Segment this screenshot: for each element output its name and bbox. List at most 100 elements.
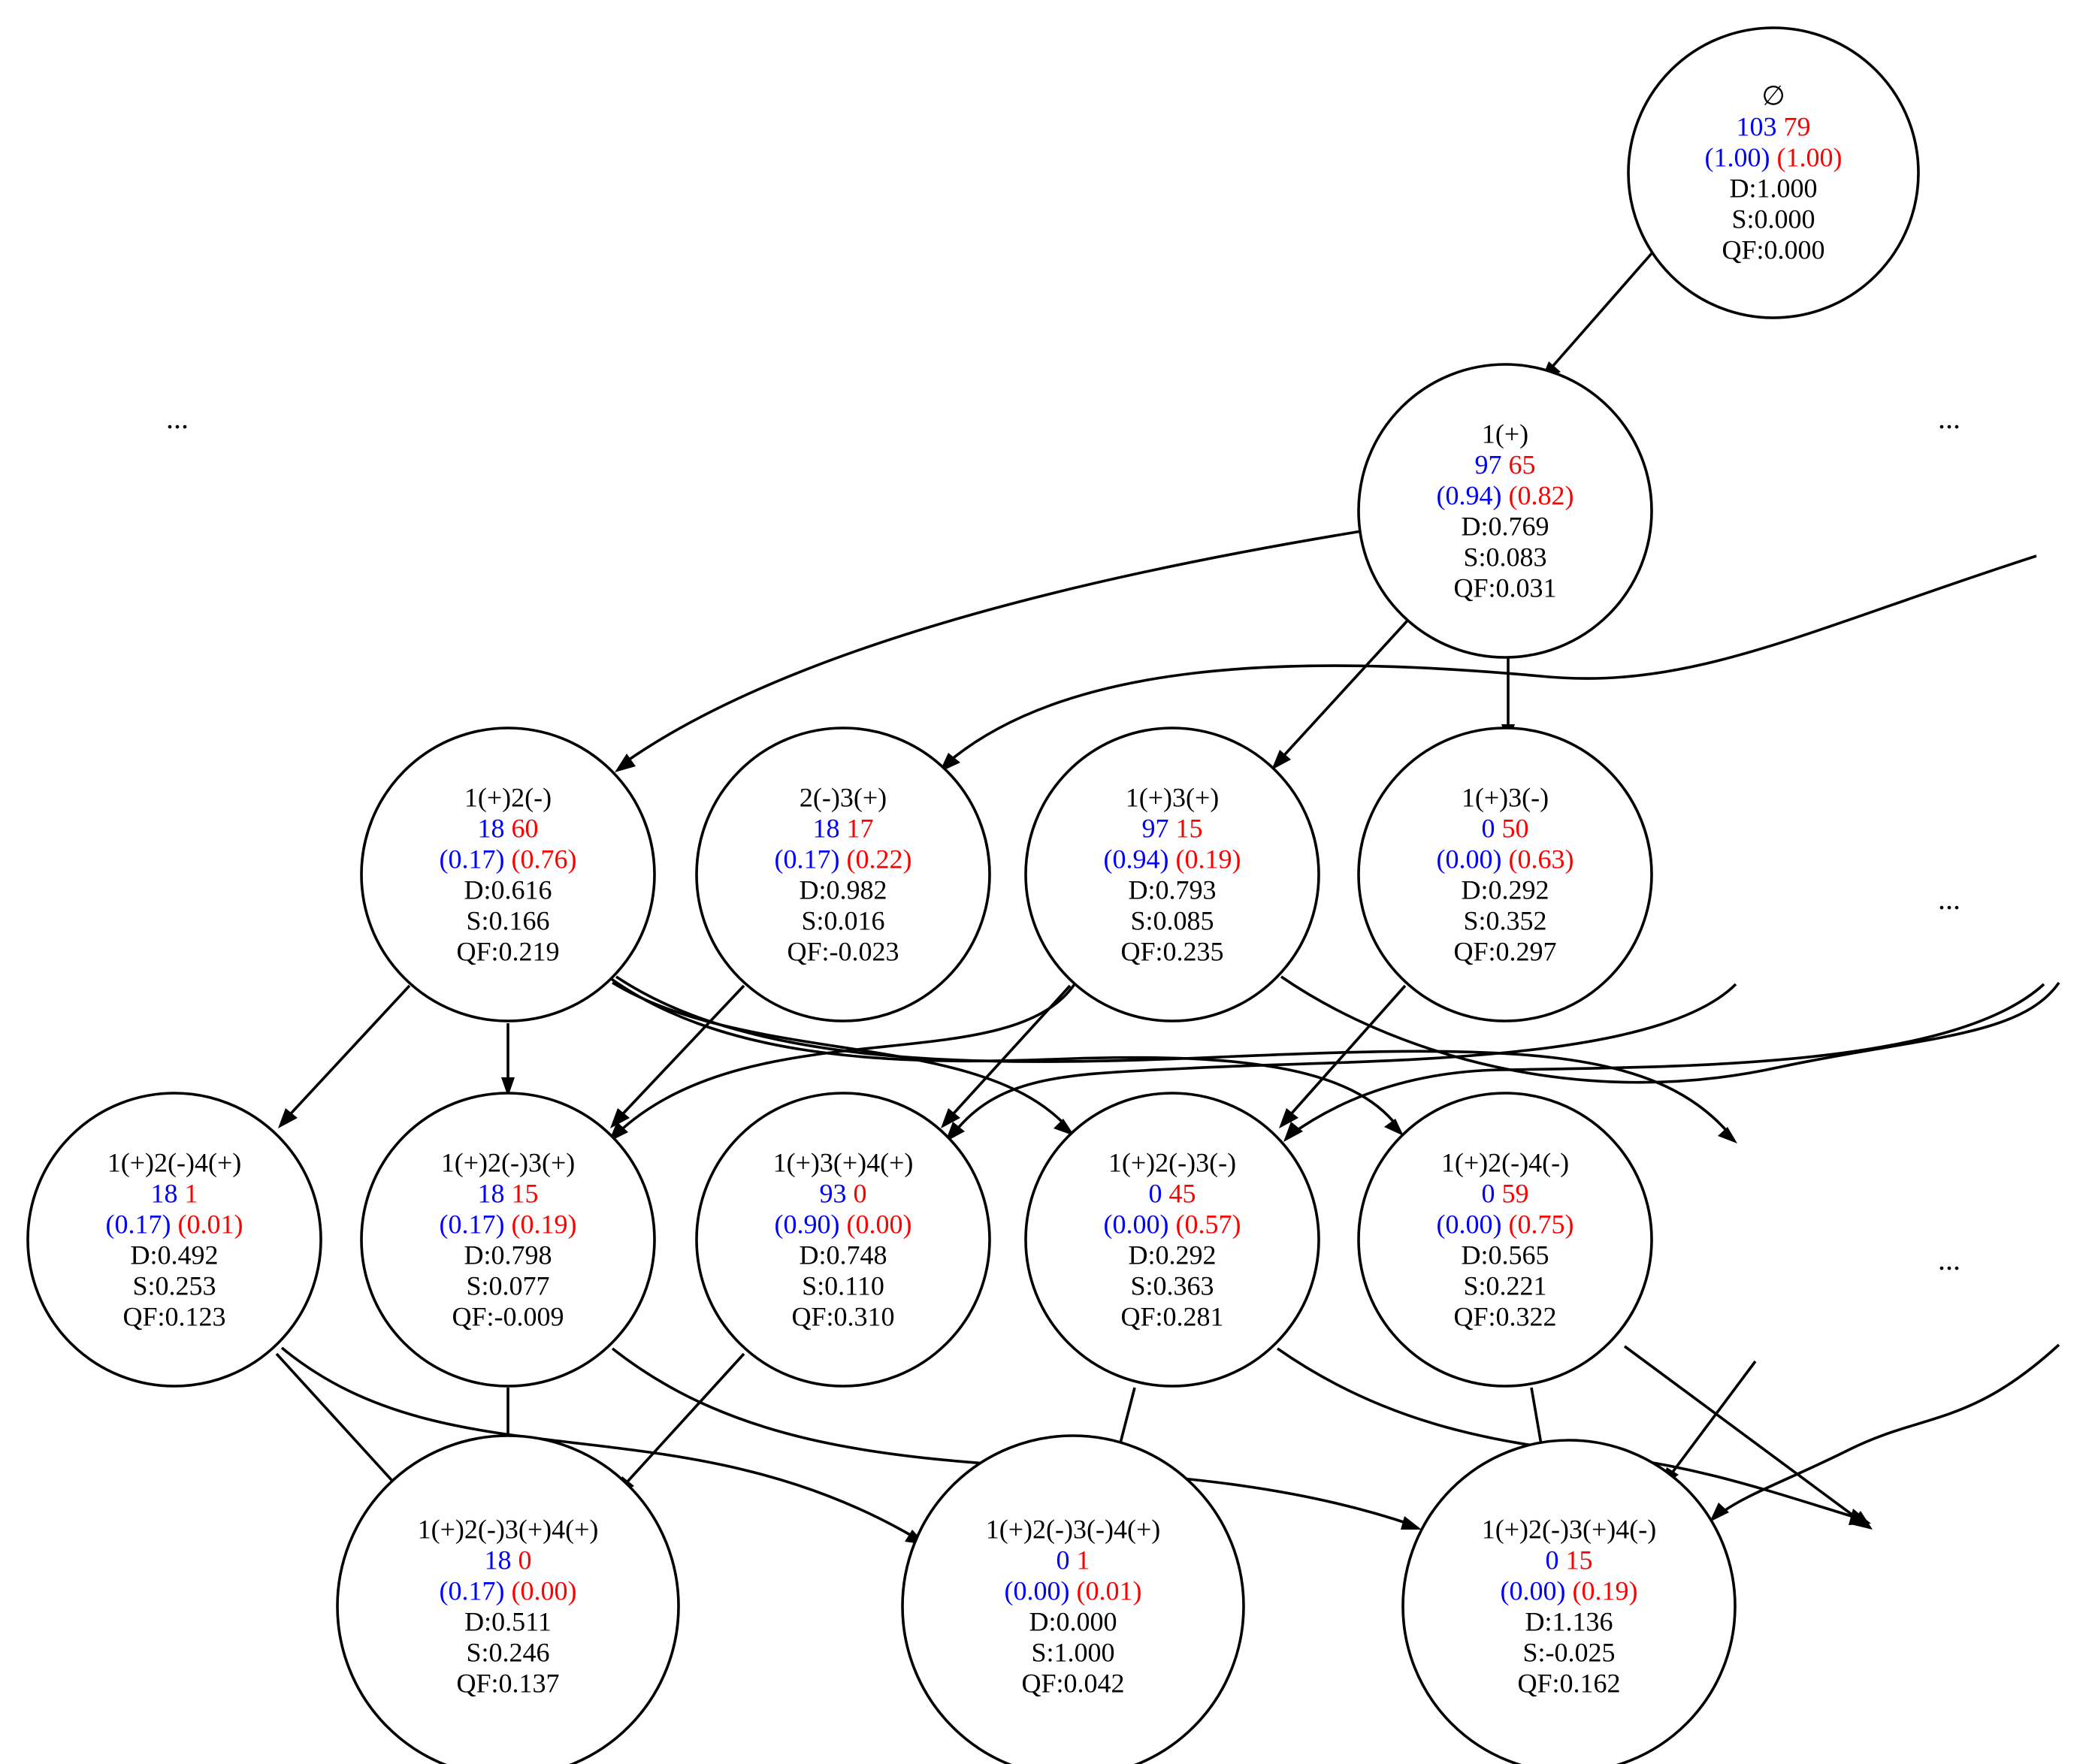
edge-1p3m-to-1p2m3m	[1279, 984, 1407, 1128]
edge-1p-to-1p3p	[1271, 618, 1410, 770]
edge-right-to-1p2m3p4m-b	[1710, 1343, 2060, 1522]
negative-fraction: (0.19)	[505, 1210, 577, 1240]
edge-1p2m4p-to-1p2m3p4p	[275, 1352, 406, 1497]
node-qf-value: QF:0.000	[1722, 235, 1824, 265]
positive-fraction: (0.17)	[440, 1210, 505, 1240]
nodes: ∅103 79(1.00) (1.00)D:1.000S:0.000QF:0.0…	[26, 26, 1920, 1764]
edge-1p3p4p-to-1p2m3p4p	[615, 1352, 745, 1497]
positive-fraction: (1.00)	[1705, 143, 1770, 173]
node-s-value: S:1.000	[1031, 1638, 1114, 1668]
node-counts: 18 1	[151, 1179, 198, 1209]
node-n1p: 1(+)97 65(0.94) (0.82)D:0.769S:0.083QF:0…	[1357, 363, 1653, 659]
node-qf-value: QF:0.123	[122, 1302, 225, 1332]
node-circle	[1024, 1092, 1320, 1388]
node-circle	[1357, 726, 1653, 1022]
node-n1p2m3p4p: 1(+)2(-)3(+)4(+)18 0(0.17) (0.00)D:0.511…	[336, 1434, 680, 1764]
negative-fraction: (0.22)	[840, 844, 912, 874]
truncation-markers: ... ... ... ...	[166, 401, 1960, 1276]
node-s-value: S:0.077	[466, 1271, 549, 1301]
edge-1p2m-to-right	[615, 975, 1737, 1143]
negative-fraction: (0.57)	[1169, 1210, 1241, 1240]
edge-1p2m-to-1p2m3p	[501, 1023, 515, 1097]
node-circle	[695, 726, 991, 1022]
node-label: 1(+)	[1482, 419, 1528, 449]
node-s-value: S:0.110	[802, 1271, 884, 1301]
node-d-value: D:0.565	[1462, 1240, 1549, 1270]
node-counts: 0 45	[1149, 1179, 1196, 1209]
node-circle	[336, 1434, 680, 1764]
edge-root-to-1p	[1540, 250, 1655, 382]
node-qf-value: QF:0.162	[1517, 1669, 1620, 1699]
negative-count: 15	[1169, 814, 1203, 844]
node-d-value: D:0.616	[464, 875, 552, 905]
positive-fraction: (0.00)	[1437, 844, 1502, 874]
node-s-value: S:0.363	[1130, 1271, 1214, 1301]
edge-right-to-1p2m3m	[1283, 983, 2045, 1142]
node-counts: 18 17	[813, 814, 874, 844]
node-n1p2m4m: 1(+)2(-)4(-)0 59(0.00) (0.75)D:0.565S:0.…	[1357, 1092, 1653, 1388]
node-counts: 0 15	[1546, 1545, 1593, 1575]
positive-count: 0	[1057, 1545, 1070, 1575]
node-n1p2m3m4p: 1(+)2(-)3(-)4(+)0 1(0.00) (0.01)D:0.000S…	[901, 1434, 1245, 1764]
node-label: 1(+)2(-)3(+)4(-)	[1482, 1515, 1657, 1545]
node-s-value: S:0.253	[132, 1271, 216, 1301]
edge-1p2m-to-1p2m4p	[278, 984, 411, 1128]
positive-count: 0	[1482, 814, 1495, 844]
node-label: 1(+)2(-)4(+)	[107, 1148, 242, 1178]
node-circle	[1401, 1439, 1737, 1764]
node-n2m3p: 2(-)3(+)18 17(0.17) (0.22)D:0.982S:0.016…	[695, 726, 991, 1022]
node-fractions: (0.17) (0.00)	[440, 1576, 577, 1606]
node-fractions: (1.00) (1.00)	[1705, 143, 1843, 173]
node-fractions: (0.94) (0.82)	[1437, 481, 1574, 511]
positive-count: 18	[478, 1179, 505, 1209]
node-d-value: D:0.292	[1462, 875, 1549, 905]
node-qf-value: QF:0.235	[1120, 937, 1223, 967]
negative-fraction: (0.19)	[1566, 1576, 1638, 1606]
negative-fraction: (0.01)	[171, 1210, 243, 1240]
node-circle	[695, 1092, 991, 1388]
node-n1p2m4p: 1(+)2(-)4(+)18 1(0.17) (0.01)D:0.492S:0.…	[26, 1092, 322, 1388]
node-s-value: S:0.083	[1463, 542, 1546, 572]
node-counts: 103 79	[1737, 112, 1811, 142]
node-counts: 0 1	[1057, 1545, 1090, 1575]
node-qf-value: QF:-0.009	[452, 1302, 564, 1332]
node-circle	[360, 726, 656, 1022]
positive-count: 18	[478, 814, 505, 844]
edge-right-to-1p2m3p4m-a	[1661, 1360, 1757, 1488]
negative-count: 1	[178, 1179, 198, 1209]
node-d-value: D:0.793	[1129, 875, 1217, 905]
node-qf-value: QF:0.042	[1021, 1669, 1124, 1699]
positive-count: 18	[151, 1179, 178, 1209]
node-circle	[901, 1434, 1245, 1764]
node-d-value: D:0.000	[1029, 1607, 1117, 1637]
node-counts: 18 15	[478, 1179, 539, 1209]
node-counts: 0 59	[1482, 1179, 1529, 1209]
positive-fraction: (0.17)	[775, 844, 840, 874]
node-circle	[1357, 363, 1653, 659]
negative-fraction: (0.75)	[1502, 1210, 1574, 1240]
edges	[275, 250, 2060, 1545]
node-s-value: S:-0.025	[1522, 1638, 1615, 1668]
node-qf-value: QF:-0.023	[787, 937, 899, 967]
node-fractions: (0.00) (0.63)	[1437, 844, 1574, 874]
positive-fraction: (0.94)	[1104, 844, 1169, 874]
negative-fraction: (0.82)	[1502, 481, 1574, 511]
positive-count: 0	[1482, 1179, 1495, 1209]
ellipsis-left-top: ...	[166, 401, 189, 435]
node-circle	[360, 1092, 656, 1388]
negative-count: 50	[1495, 814, 1529, 844]
node-d-value: D:1.136	[1525, 1607, 1613, 1637]
node-fractions: (0.17) (0.01)	[106, 1210, 243, 1240]
node-d-value: D:0.798	[464, 1240, 552, 1270]
edge-1p3p-to-right	[1280, 975, 2060, 1084]
edge-right-to-1p3p4p	[945, 983, 1737, 1142]
node-fractions: (0.90) (0.00)	[775, 1210, 912, 1240]
node-n1p3m: 1(+)3(-)0 50(0.00) (0.63)D:0.292S:0.352Q…	[1357, 726, 1653, 1022]
node-qf-value: QF:0.219	[456, 937, 559, 967]
node-qf-value: QF:0.297	[1453, 937, 1556, 967]
edge-1p2m-to-1p2m4m	[609, 977, 1404, 1136]
negative-fraction: (0.63)	[1502, 844, 1574, 874]
node-label: 1(+)2(-)4(-)	[1441, 1148, 1569, 1178]
node-d-value: D:0.292	[1129, 1240, 1217, 1270]
negative-count: 1	[1070, 1545, 1090, 1575]
